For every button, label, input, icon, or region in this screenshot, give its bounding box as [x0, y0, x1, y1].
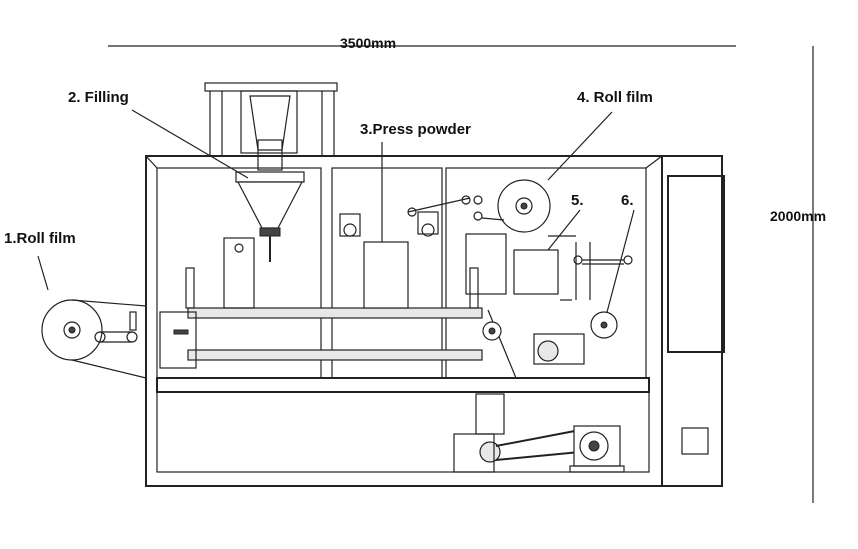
label-press-powder-3: 3.Press powder: [360, 121, 471, 138]
leader-lines: [37, 109, 635, 317]
label-roll-film-4: 4. Roll film: [577, 89, 653, 106]
station-5-unit: [513, 235, 576, 301]
roll-film-4-reel: [465, 179, 551, 295]
filling-hopper: [204, 82, 338, 262]
label-station-6: 6.: [621, 192, 634, 209]
machine-frame: [145, 155, 725, 487]
roll-film-1-reel: [41, 299, 147, 379]
height-dimension: 2000mm: [770, 46, 826, 503]
station-6-roller: [533, 242, 633, 365]
conveyor-rails: [159, 237, 517, 379]
width-dimension: 3500mm: [108, 35, 736, 51]
label-station-5: 5.: [571, 192, 584, 209]
label-roll-film-1: 1.Roll film: [4, 230, 76, 247]
drive-motor-assembly: [453, 393, 625, 473]
press-powder-station: [339, 195, 471, 309]
width-dimension-label: 3500mm: [340, 35, 396, 51]
height-dimension-label: 2000mm: [770, 208, 826, 224]
label-filling-2: 2. Filling: [68, 89, 129, 106]
